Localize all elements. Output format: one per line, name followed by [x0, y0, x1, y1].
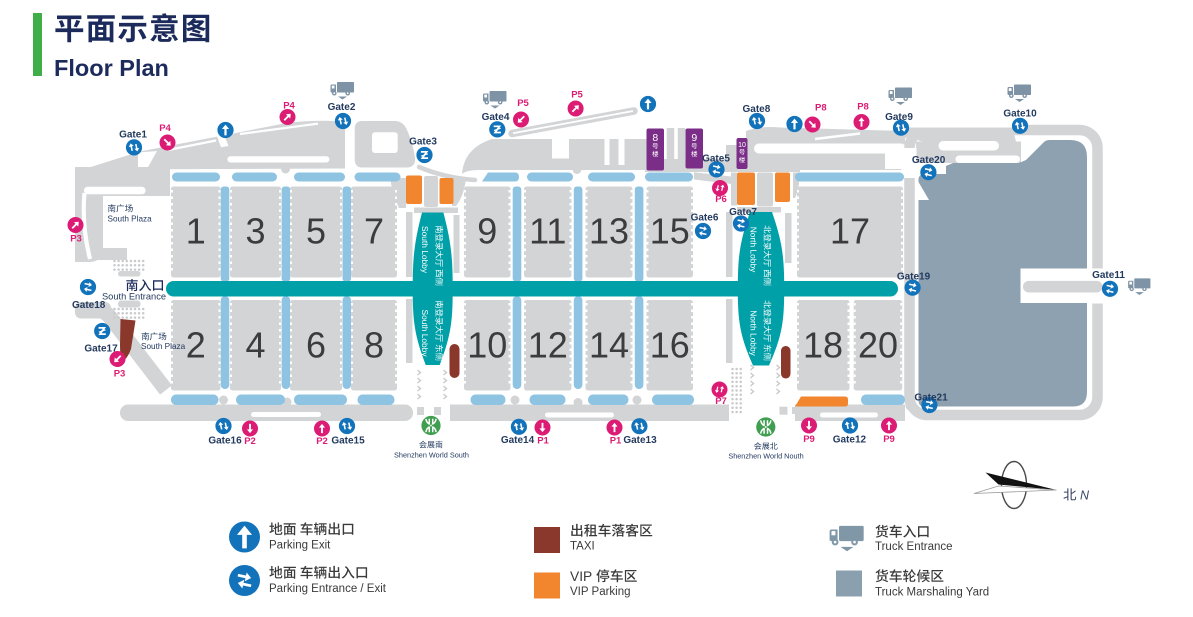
- svg-text:10: 10: [467, 325, 507, 366]
- svg-text:10: 10: [738, 142, 746, 149]
- svg-text:N: N: [1080, 489, 1090, 503]
- svg-text:Gate16: Gate16: [208, 436, 242, 447]
- svg-text:Truck Marshaling Yard: Truck Marshaling Yard: [875, 587, 989, 599]
- svg-text:13: 13: [589, 211, 629, 252]
- svg-text:P4: P4: [159, 123, 171, 134]
- svg-text:TAXI: TAXI: [570, 541, 595, 553]
- svg-text:North Lobby: North Lobby: [748, 310, 758, 356]
- svg-text:6: 6: [306, 325, 326, 366]
- svg-text:Gate7: Gate7: [729, 207, 757, 218]
- svg-text:Gate19: Gate19: [897, 272, 931, 283]
- svg-text:P2: P2: [316, 436, 328, 447]
- svg-text:Gate4: Gate4: [482, 112, 510, 123]
- svg-text:VIP Parking: VIP Parking: [570, 586, 631, 598]
- svg-text:11: 11: [529, 211, 566, 252]
- svg-text:18: 18: [803, 325, 843, 366]
- svg-text:South Plaza: South Plaza: [141, 342, 186, 351]
- svg-text:Gate9: Gate9: [885, 112, 913, 123]
- svg-text:Gate18: Gate18: [72, 300, 106, 311]
- svg-text:Gate12: Gate12: [833, 435, 867, 446]
- svg-text:Gate13: Gate13: [623, 435, 657, 446]
- svg-text:P3: P3: [70, 234, 82, 245]
- svg-text:P2: P2: [244, 436, 256, 447]
- svg-text:P3: P3: [114, 369, 126, 380]
- svg-text:8: 8: [364, 325, 384, 366]
- svg-text:Truck Entrance: Truck Entrance: [875, 541, 953, 553]
- svg-text:4: 4: [245, 325, 265, 366]
- svg-text:12: 12: [528, 325, 568, 366]
- svg-text:VIP: VIP: [570, 569, 592, 584]
- svg-text:Gate1: Gate1: [119, 130, 147, 141]
- svg-text:9: 9: [477, 211, 497, 252]
- svg-text:17: 17: [830, 211, 870, 252]
- svg-text:P1: P1: [537, 436, 549, 447]
- svg-text:Gate14: Gate14: [501, 435, 535, 446]
- svg-text:South Lobby: South Lobby: [420, 226, 430, 274]
- svg-text:7: 7: [364, 211, 384, 252]
- svg-text:Floor Plan: Floor Plan: [54, 55, 169, 81]
- svg-text:Gate10: Gate10: [1003, 109, 1037, 120]
- svg-text:Gate21: Gate21: [914, 393, 948, 404]
- svg-text:P8: P8: [815, 103, 827, 114]
- svg-text:P9: P9: [803, 434, 815, 445]
- svg-text:North Lobby: North Lobby: [748, 227, 758, 273]
- svg-text:P6: P6: [715, 194, 727, 205]
- svg-text:8: 8: [652, 132, 658, 144]
- svg-text:South Entrance: South Entrance: [102, 292, 166, 302]
- svg-text:3: 3: [245, 211, 265, 252]
- svg-text:P7: P7: [715, 396, 727, 407]
- svg-text:Gate6: Gate6: [691, 213, 719, 224]
- svg-text:P9: P9: [883, 434, 895, 445]
- svg-text:P5: P5: [571, 90, 583, 101]
- svg-text:20: 20: [858, 325, 898, 366]
- svg-text:15: 15: [650, 211, 690, 252]
- svg-text:14: 14: [589, 325, 629, 366]
- svg-text:Gate17: Gate17: [84, 343, 118, 354]
- svg-text:Gate5: Gate5: [702, 154, 730, 165]
- svg-text:Gate15: Gate15: [331, 436, 365, 447]
- svg-text:P1: P1: [610, 436, 622, 447]
- svg-text:Shenzhen World Nouth: Shenzhen World Nouth: [728, 452, 803, 461]
- svg-text:16: 16: [650, 325, 690, 366]
- svg-text:P8: P8: [857, 102, 869, 113]
- svg-text:Parking Exit: Parking Exit: [269, 540, 331, 552]
- svg-text:Gate20: Gate20: [912, 155, 946, 166]
- svg-text:P4: P4: [283, 101, 295, 112]
- svg-text:9: 9: [691, 132, 697, 144]
- svg-text:South Lobby: South Lobby: [420, 309, 430, 357]
- svg-text:1: 1: [186, 211, 206, 252]
- svg-text:Gate3: Gate3: [409, 137, 437, 148]
- svg-text:Gate2: Gate2: [328, 102, 356, 113]
- svg-text:Gate8: Gate8: [743, 104, 771, 115]
- svg-text:2: 2: [186, 325, 206, 366]
- svg-text:5: 5: [306, 211, 326, 252]
- svg-text:Parking Entrance / Exit: Parking Entrance / Exit: [269, 583, 387, 595]
- svg-text:South Plaza: South Plaza: [108, 215, 153, 224]
- svg-text:Gate11: Gate11: [1092, 270, 1125, 281]
- svg-text:Shenzhen World South: Shenzhen World South: [394, 451, 469, 460]
- svg-text:P5: P5: [517, 98, 529, 109]
